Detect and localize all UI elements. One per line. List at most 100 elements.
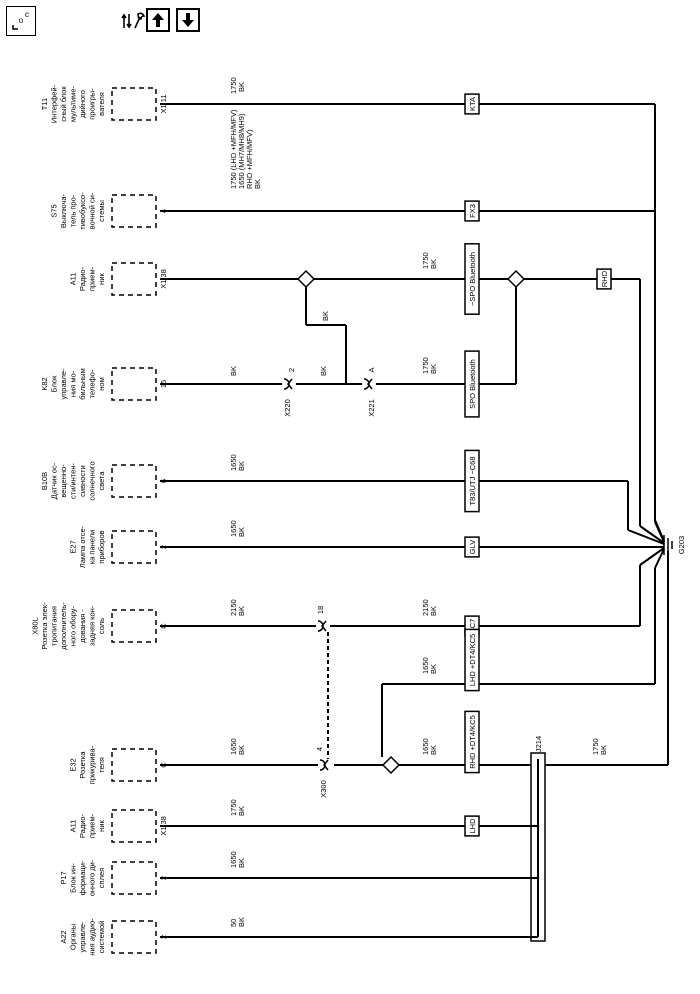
component-label-b10b: света [97, 471, 106, 491]
component-label-t11: проигры- [88, 88, 97, 120]
component-label-x80l: X80L [31, 617, 40, 635]
component-box-e27 [111, 530, 157, 564]
component-label-x80l: тропитания [50, 606, 59, 646]
component-label-s75: тель про- [69, 194, 78, 227]
connector-code: X300 [319, 780, 328, 798]
option-tag-lhd-dt4-box [464, 628, 480, 692]
splice-diamond [381, 755, 401, 775]
component-label-e27: приборов [97, 530, 106, 563]
wire-gauge-label: 1750 [229, 77, 238, 94]
option-tag-fx3-box [464, 200, 480, 222]
wrench-arrows-button[interactable] [120, 8, 150, 32]
component-label-s75: вочной си- [88, 192, 97, 229]
wire-gauge-label: 2150 [421, 599, 430, 616]
wire-color-label: BK [429, 745, 438, 755]
locate-button[interactable]: o c [6, 6, 36, 36]
component-label-t11: вателя [97, 92, 106, 116]
component-label-k82: K82 [40, 377, 49, 390]
component-box-k82 [111, 367, 157, 401]
component-label-s75: тивобуксо- [78, 192, 87, 230]
component-box-a22 [111, 920, 157, 954]
component-label-e32: E32 [69, 758, 78, 771]
wire-color-label: BK [237, 806, 246, 816]
option-tag-spo-box [464, 350, 480, 418]
option-tag-t83-box [464, 449, 480, 513]
wire-color-label: BK [253, 179, 262, 189]
wire-gauge-label: 2150 [229, 599, 238, 616]
splice-diamond [506, 269, 526, 289]
wire-color-label: BK [237, 917, 246, 927]
component-label-a22: управле- [78, 921, 87, 953]
connector-18-pin [321, 620, 327, 632]
ground-wire [639, 547, 665, 566]
component-label-a11b: Радио- [78, 813, 87, 838]
option-tag-kta-box [464, 93, 480, 115]
splice-label: J214 [534, 736, 543, 752]
option-tag-lhd-box [464, 815, 480, 837]
wire-color-label: BK [429, 364, 438, 374]
component-label-t11: дийного [78, 90, 87, 118]
component-box-t11 [111, 87, 157, 121]
wire-gauge-label: 1650 [229, 738, 238, 755]
option-tag-rhd: RHD [600, 270, 609, 287]
component-label-p17: Блок ин- [69, 863, 78, 893]
connector-x220-pin [287, 378, 293, 390]
component-label-p17: онного ди- [88, 859, 97, 896]
wire-color-label: BK [237, 745, 246, 755]
component-label-a11: прием- [88, 266, 97, 291]
wire-gauge-label: 1650 [229, 851, 238, 868]
wire-color-label: BK [321, 311, 330, 321]
component-label-k82: телефо- [88, 369, 97, 398]
wire-color-label: BK [237, 82, 246, 92]
wire-gauge-label: 1650 [421, 738, 430, 755]
component-label-b10b: сивности [78, 465, 87, 497]
wire-color-label: BK [229, 366, 238, 376]
component-label-x80l: задняя кон- [88, 605, 97, 646]
option-tag-glv: GLV [468, 540, 477, 554]
component-label-k82: управле- [59, 368, 68, 400]
option-tag-fx3: FX3 [468, 204, 477, 218]
component-label-e27: ка панели [88, 530, 97, 565]
component-label-s75: стемы [97, 200, 106, 222]
option-tag-glv-box [464, 536, 480, 558]
component-label-b10b: солнечного [88, 461, 97, 500]
component-label-s75: S75 [50, 204, 59, 217]
component-label-b10b: сти/интен- [69, 463, 78, 499]
component-box-e32 [111, 748, 157, 782]
wire-gauge-label: 1650 [421, 657, 430, 674]
wrench-arrows-icon [121, 12, 146, 29]
connector-pin: 18 [316, 606, 325, 614]
component-label-k82: бильным [78, 368, 87, 399]
option-tag-kta: KTA [468, 97, 477, 111]
svg-text:c: c [25, 10, 29, 19]
component-label-b10b: вещенно- [59, 464, 68, 498]
wire-color-label: BK [237, 527, 246, 537]
option-tag-rhd-dt4-box [464, 710, 480, 774]
wire-gauge-label: RHD +MFH/MFV) [245, 129, 254, 189]
component-label-p17: P17 [59, 871, 68, 884]
connector-x300-pin [323, 759, 329, 771]
arrow-down-button[interactable] [176, 8, 200, 32]
component-label-a22: Органы [69, 924, 78, 950]
connector-pin: 4 [315, 747, 324, 751]
component-label-s75: Выключа- [59, 193, 68, 228]
wire-gauge-label: 1750 [421, 252, 430, 269]
component-label-b10b: Датчик ос- [50, 462, 59, 499]
component-label-p17: сплея [97, 868, 106, 888]
option-tag-spo: SPO Bluetooth [468, 359, 477, 409]
wire-color-label: BK [319, 366, 328, 376]
wire-color-label: BK [237, 858, 246, 868]
component-label-a11: Радио- [78, 266, 87, 291]
wire-gauge-label: 1750 [229, 799, 238, 816]
component-label-a22: ния аудио- [88, 918, 97, 956]
component-label-a11b: ник [97, 819, 106, 831]
option-tag-kc7: KC7 [468, 619, 477, 634]
arrow-up-button[interactable] [146, 8, 170, 32]
component-label-t11: Интерфей- [50, 84, 59, 123]
connector-pin: 2 [287, 368, 296, 372]
ground-wire [627, 529, 665, 545]
component-box-p17 [111, 861, 157, 895]
wire-color-label: BK [429, 664, 438, 674]
component-box-b10b [111, 464, 157, 498]
locate-symbol-text: o [19, 16, 24, 25]
